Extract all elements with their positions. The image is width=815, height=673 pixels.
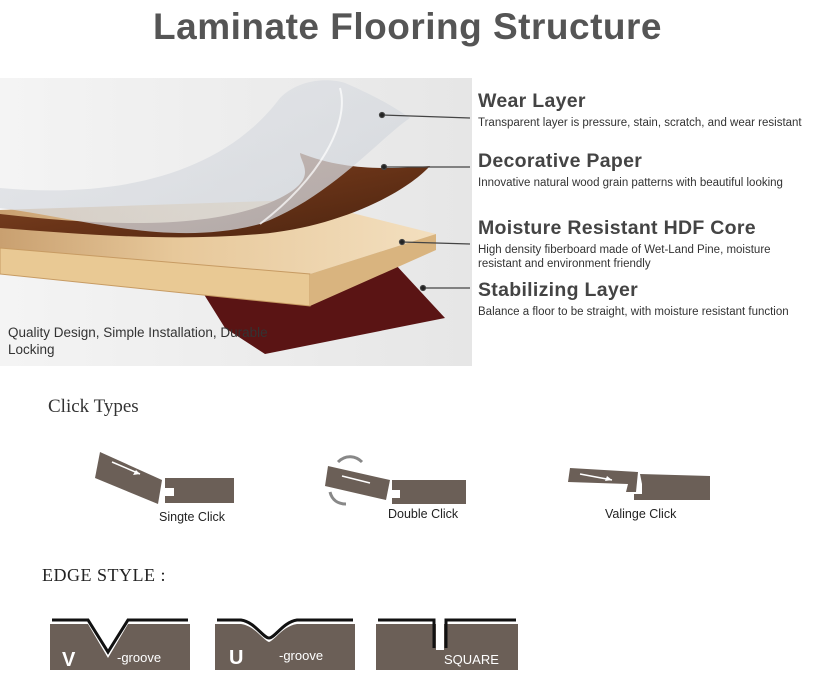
single-click-board-flat — [165, 478, 234, 503]
layer-description: High density fiberboard made of Wet-Land… — [478, 244, 771, 270]
click-types-heading: Click Types — [48, 396, 139, 417]
v-groove-letter: V — [62, 649, 76, 671]
wear-layer-shape — [0, 80, 410, 234]
double-click-arrow — [341, 475, 371, 484]
edge-style-heading: EDGE STYLE : — [42, 565, 166, 585]
single-click-arrowhead — [133, 470, 140, 475]
square-edge-suffix: SQUARE — [444, 652, 499, 667]
u-groove-outline — [217, 618, 353, 640]
layer-name: Stabilizing Layer — [478, 279, 639, 301]
double-click-rotate-arrow-top — [336, 455, 364, 464]
single-click-label: Singte Click — [159, 510, 225, 524]
hdf-core-side — [310, 234, 436, 306]
layer-wear: Wear Layer Transparent layer is pressure… — [478, 90, 814, 130]
layer-description: Balance a floor to be straight, with moi… — [478, 306, 789, 318]
square-edge-outline — [378, 618, 516, 648]
double-click-board-tilted — [325, 466, 390, 500]
double-click-board-flat — [392, 480, 466, 504]
layer-decorative-paper: Decorative Paper Innovative natural wood… — [478, 150, 814, 190]
layer-description: Innovative natural wood grain patterns w… — [478, 177, 783, 189]
u-groove-suffix: -groove — [279, 648, 323, 663]
u-groove-board — [215, 624, 355, 670]
v-groove-diagram: V -groove — [50, 618, 190, 671]
illustration-caption: Quality Design, Simple Installation, Dur… — [8, 325, 268, 357]
valinge-click-label: Valinge Click — [605, 507, 677, 521]
double-click-diagram — [325, 455, 466, 506]
layer-hdf-core: Moisture Resistant HDF Core High density… — [478, 217, 814, 271]
u-groove-letter: U — [229, 647, 243, 669]
v-groove-board — [50, 624, 190, 670]
laminate-layers-illustration — [0, 78, 472, 366]
valinge-click-diagram — [568, 468, 710, 500]
single-click-diagram — [95, 452, 234, 504]
layer-name: Moisture Resistant HDF Core — [478, 217, 756, 239]
single-click-board-tilted — [95, 452, 162, 504]
layer-name: Wear Layer — [478, 90, 586, 112]
v-groove-outline — [52, 618, 188, 655]
valinge-click-arrowhead — [605, 476, 612, 481]
wear-layer-highlight — [259, 87, 343, 225]
layer-stabilizing: Stabilizing Layer Balance a floor to be … — [478, 279, 814, 319]
valinge-click-board-right — [634, 474, 710, 500]
double-click-rotate-arrow-bottom — [328, 491, 347, 506]
valinge-click-board-left — [568, 468, 638, 492]
page-title: Laminate Flooring Structure — [153, 6, 662, 47]
double-click-label: Double Click — [388, 507, 459, 521]
layer-description: Transparent layer is pressure, stain, sc… — [478, 117, 802, 129]
layer-name: Decorative Paper — [478, 150, 643, 172]
square-edge-diagram: SQUARE — [376, 618, 518, 670]
u-groove-diagram: U -groove — [215, 618, 355, 670]
v-groove-suffix: -groove — [117, 650, 161, 665]
